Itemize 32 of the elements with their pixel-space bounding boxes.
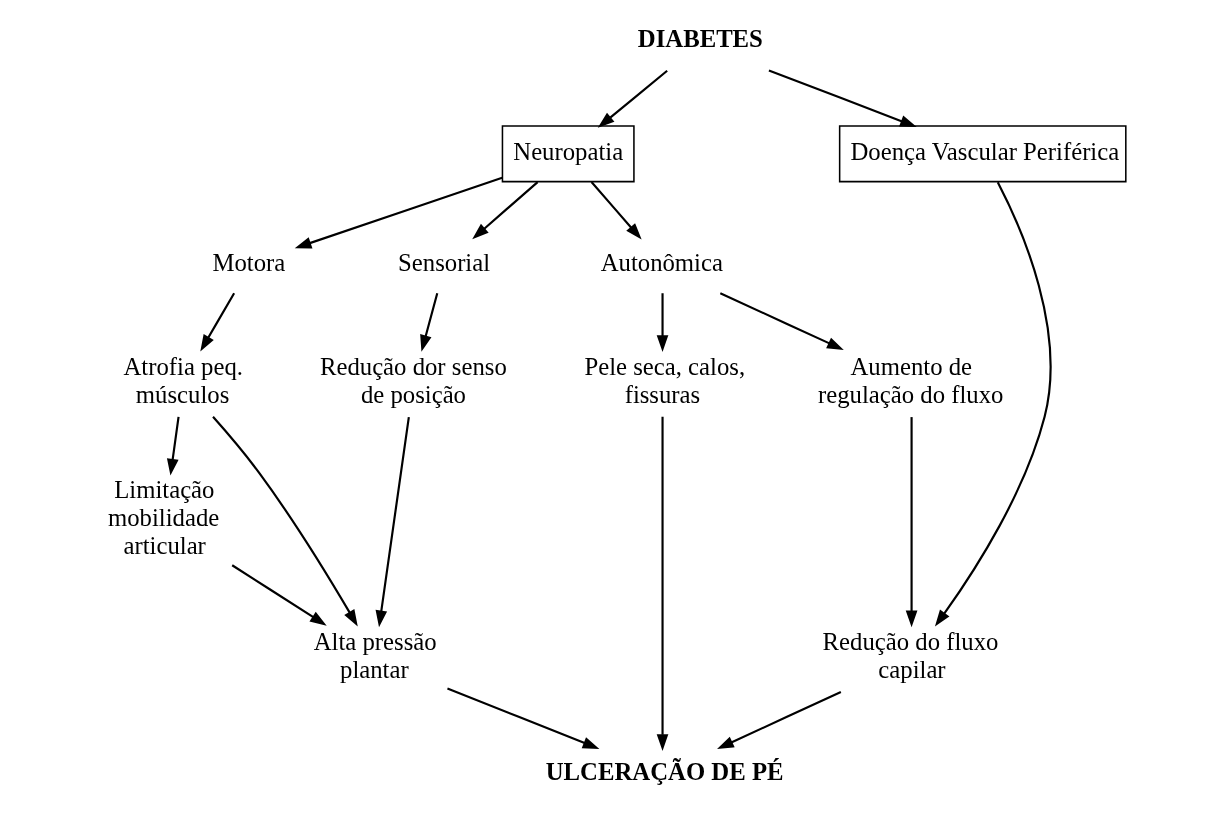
node-text: Autonômica [600,249,723,277]
node-text: DIABETES [637,24,763,52]
arrow [447,687,600,749]
arrow [420,292,439,352]
node-box: Doença Vascular Periférica [838,125,1127,183]
arrow [597,69,668,128]
arrow [934,181,1052,627]
node-text: ULCERAÇÃO DE PÉ [545,757,784,785]
arrow [656,416,669,751]
arrow [717,691,842,749]
node-text: Motora [212,249,286,277]
arrow [294,176,503,249]
arrow [905,417,918,628]
arrow [590,181,642,240]
arrow [472,181,539,240]
node-text: Redução dor senso de posição [319,352,507,408]
node-text: Sensorial [398,249,491,277]
node-text: Pele seca, calos, fissuras [584,352,746,408]
node-box: Neuropatia [501,125,635,183]
node-text: Atrofia peq. músculos [123,352,243,408]
node-text: Aumento de regulação do fluxo [818,352,1004,408]
arrow [231,564,327,626]
arrow [375,416,410,628]
arrow [768,69,917,127]
arrow [656,293,669,352]
arrow [166,416,180,476]
node-text: Limitação mobilidade articular [108,476,220,560]
node-text: Alta pressão plantar [313,627,437,683]
arrow [719,292,844,350]
node-text: Redução do fluxo capilar [822,627,999,683]
arrow [200,292,236,352]
arrow [212,416,358,627]
